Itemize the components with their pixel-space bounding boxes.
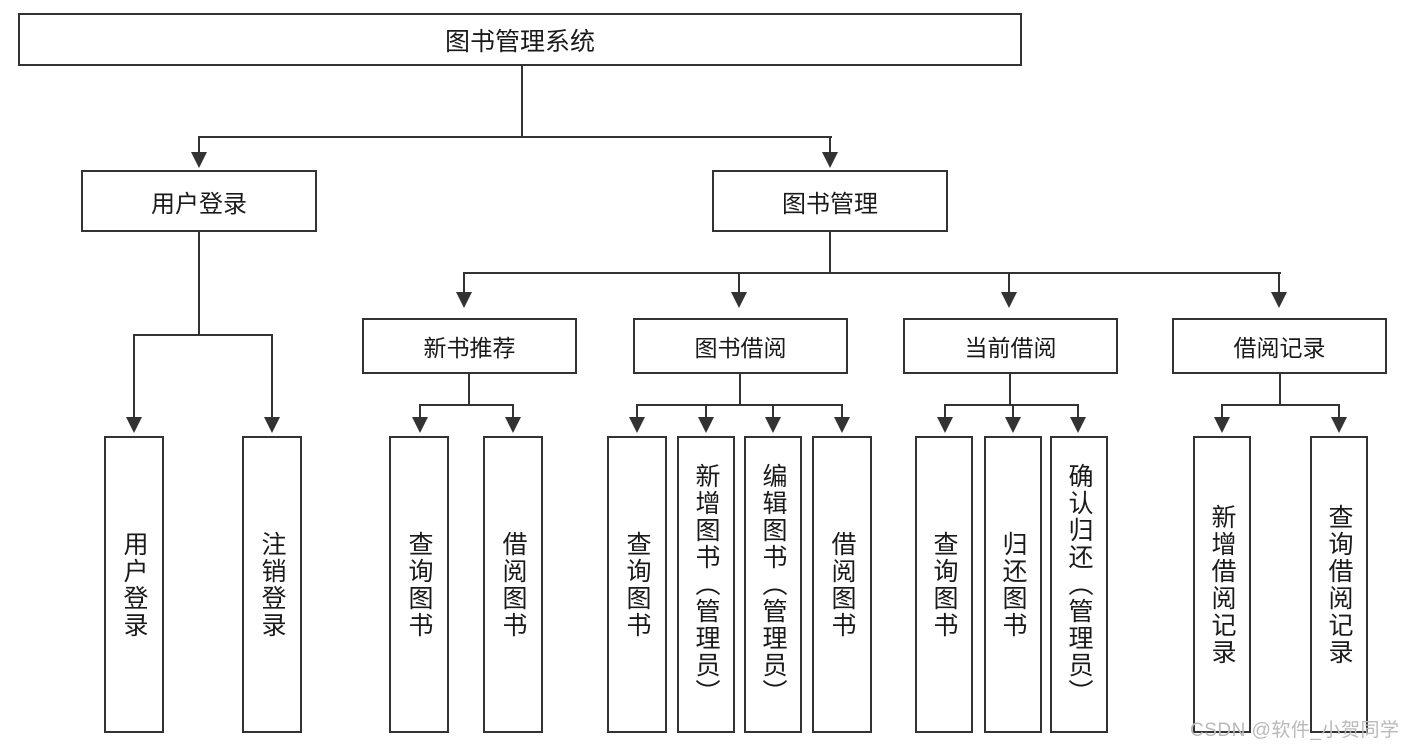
arrow-book-to-borrow	[731, 292, 747, 308]
connector-current-stem	[1009, 374, 1012, 406]
csdn-watermark: CSDN @软件_小贺同学	[1190, 720, 1400, 741]
leaf-query-book-1-label: 查询图书	[405, 530, 433, 639]
node-book-borrow[interactable]: 图书借阅	[633, 318, 848, 374]
arrow-newbooks-to-c1	[412, 417, 428, 433]
node-book-management-label: 图书管理	[782, 190, 878, 218]
connector-newbooks-to-c1	[419, 404, 422, 418]
connector-records-to-c1	[1221, 404, 1224, 418]
connector-current-to-c3	[1077, 404, 1080, 418]
leaf-edit-book-admin-label: 编辑图书（管理员）	[759, 463, 787, 706]
connector-current-to-c2	[1012, 404, 1015, 418]
connector-records-to-c2	[1338, 404, 1341, 418]
leaf-logout-label: 注销登录	[258, 530, 286, 639]
arrow-borrow-to-c2	[698, 417, 714, 433]
node-root-label: 图书管理系统	[444, 27, 595, 56]
arrow-newbooks-to-c2	[505, 417, 521, 433]
leaf-query-book-2[interactable]: 查询图书	[607, 436, 667, 733]
connector-borrow-bus	[636, 404, 843, 407]
connector-newbooks-stem	[468, 374, 471, 406]
connector-book-bus	[463, 272, 1281, 275]
connector-current-bus	[944, 404, 1079, 407]
connector-book-stem	[829, 232, 832, 274]
arrow-book-to-records	[1271, 292, 1287, 308]
leaf-logout[interactable]: 注销登录	[242, 436, 302, 733]
leaf-confirm-return-admin-label: 确认归还（管理员）	[1065, 463, 1093, 706]
connector-book-to-borrow	[738, 272, 741, 294]
connector-login-to-leaf1	[133, 334, 136, 418]
leaf-query-book-3[interactable]: 查询图书	[915, 436, 973, 733]
arrow-book-to-current	[1001, 292, 1017, 308]
connector-root-bus	[198, 136, 832, 139]
connector-book-to-newbooks	[463, 272, 466, 294]
leaf-return-book-label: 归还图书	[999, 530, 1027, 639]
node-new-book-recommend[interactable]: 新书推荐	[362, 318, 577, 374]
arrow-current-to-c2	[1005, 417, 1021, 433]
leaf-confirm-return-admin[interactable]: 确认归还（管理员）	[1050, 436, 1108, 733]
arrow-current-to-c1	[937, 417, 953, 433]
connector-borrow-stem	[739, 374, 742, 406]
connector-login-bus	[133, 334, 271, 337]
leaf-add-borrow-record[interactable]: 新增借阅记录	[1193, 436, 1251, 733]
connector-borrow-to-c2	[705, 404, 708, 418]
node-book-management[interactable]: 图书管理	[712, 170, 948, 232]
connector-root-to-book	[829, 136, 832, 154]
arrow-root-to-login	[191, 152, 207, 168]
node-borrow-records-label: 借阅记录	[1233, 335, 1326, 361]
node-current-borrow-label: 当前借阅	[964, 335, 1057, 361]
leaf-add-book-admin[interactable]: 新增图书（管理员）	[677, 436, 735, 733]
leaf-query-borrow-record-label: 查询借阅记录	[1325, 503, 1353, 666]
connector-book-to-records	[1278, 272, 1281, 294]
arrow-records-to-c2	[1331, 417, 1347, 433]
connector-root-to-login	[198, 136, 201, 154]
leaf-borrow-book-2-label: 借阅图书	[828, 530, 856, 639]
connector-records-bus	[1221, 404, 1340, 407]
connector-current-to-c1	[944, 404, 947, 418]
arrow-borrow-to-c3	[765, 417, 781, 433]
leaf-add-borrow-record-label: 新增借阅记录	[1208, 503, 1236, 666]
node-root[interactable]: 图书管理系统	[18, 13, 1022, 66]
arrow-login-to-leaf2	[264, 417, 280, 433]
leaf-add-book-admin-label: 新增图书（管理员）	[692, 463, 720, 706]
node-user-login-label: 用户登录	[151, 190, 247, 218]
node-book-borrow-label: 图书借阅	[694, 335, 787, 361]
leaf-edit-book-admin[interactable]: 编辑图书（管理员）	[744, 436, 802, 733]
connector-book-to-current	[1008, 272, 1011, 294]
node-borrow-records[interactable]: 借阅记录	[1172, 318, 1387, 374]
arrow-records-to-c1	[1214, 417, 1230, 433]
connector-login-stem	[198, 232, 201, 336]
arrow-book-to-newbooks	[456, 292, 472, 308]
arrow-current-to-c3	[1070, 417, 1086, 433]
connector-borrow-to-c1	[636, 404, 639, 418]
leaf-borrow-book-2[interactable]: 借阅图书	[812, 436, 872, 733]
connector-newbooks-bus	[419, 404, 514, 407]
leaf-query-book-1[interactable]: 查询图书	[389, 436, 449, 733]
leaf-borrow-book-1-label: 借阅图书	[499, 530, 527, 639]
arrow-root-to-book	[822, 152, 838, 168]
leaf-user-login-label: 用户登录	[120, 530, 148, 639]
leaf-query-book-3-label: 查询图书	[930, 530, 958, 639]
connector-borrow-to-c4	[841, 404, 844, 418]
leaf-query-borrow-record[interactable]: 查询借阅记录	[1310, 436, 1368, 733]
node-new-book-recommend-label: 新书推荐	[423, 335, 516, 361]
arrow-borrow-to-c1	[629, 417, 645, 433]
leaf-query-book-2-label: 查询图书	[623, 530, 651, 639]
connector-root-stem	[521, 66, 524, 138]
node-user-login[interactable]: 用户登录	[81, 170, 317, 232]
leaf-return-book[interactable]: 归还图书	[984, 436, 1042, 733]
connector-login-to-leaf2	[271, 334, 274, 418]
connector-records-stem	[1279, 374, 1282, 406]
connector-borrow-to-c3	[772, 404, 775, 418]
arrow-login-to-leaf1	[126, 417, 142, 433]
leaf-borrow-book-1[interactable]: 借阅图书	[483, 436, 543, 733]
connector-newbooks-to-c2	[512, 404, 515, 418]
arrow-borrow-to-c4	[834, 417, 850, 433]
node-current-borrow[interactable]: 当前借阅	[903, 318, 1118, 374]
leaf-user-login[interactable]: 用户登录	[104, 436, 164, 733]
